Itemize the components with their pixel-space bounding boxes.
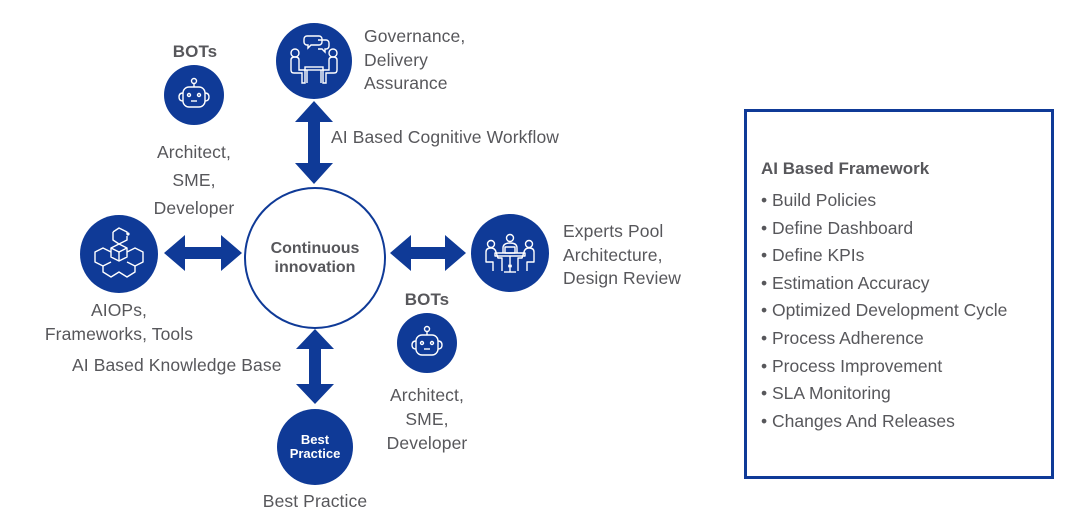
governance-node bbox=[276, 23, 352, 99]
bullet: • bbox=[761, 245, 768, 266]
framework-item: •Changes And Releases bbox=[761, 408, 1007, 436]
bots-label-line: Developer bbox=[386, 433, 468, 453]
bullet: • bbox=[761, 327, 768, 348]
bot-node-bottom-right bbox=[397, 313, 457, 373]
governance-label-line: Delivery bbox=[364, 49, 429, 70]
framework-item: •Estimation Accuracy bbox=[761, 270, 1007, 298]
aiops-node bbox=[80, 215, 158, 293]
hub-line: innovation bbox=[274, 259, 356, 276]
knowledge-base-label: AI Based Knowledge Base bbox=[72, 355, 282, 375]
bottom-double-arrow bbox=[296, 329, 334, 404]
governance-label: Governance, Delivery Assurance bbox=[364, 25, 465, 96]
team-table-icon bbox=[485, 233, 535, 273]
robot-icon bbox=[411, 325, 443, 356]
bullet: • bbox=[761, 355, 768, 376]
framework-item: •Define KPIs bbox=[761, 242, 1007, 270]
framework-item: •SLA Monitoring bbox=[761, 380, 1007, 408]
bullet: • bbox=[761, 217, 768, 238]
bots-label-top-left: Architect, SME, Developer bbox=[138, 138, 250, 222]
left-double-arrow bbox=[164, 235, 242, 271]
best-practice-label: Best Practice bbox=[262, 491, 368, 511]
framework-item-label: Optimized Development Cycle bbox=[772, 300, 1008, 321]
framework-item-label: Process Improvement bbox=[772, 355, 943, 376]
meeting-discussion-icon bbox=[290, 35, 338, 84]
framework-item-label: Define Dashboard bbox=[772, 217, 914, 238]
bullet: • bbox=[761, 383, 768, 404]
framework-item: •Build Policies bbox=[761, 187, 1007, 215]
bots-label-line: Developer bbox=[153, 198, 235, 218]
best-practice-icon: Best Practice bbox=[277, 409, 353, 485]
bots-title-bottom-right: BOTs bbox=[404, 290, 450, 309]
bullet: • bbox=[761, 300, 768, 321]
bullet: • bbox=[761, 190, 768, 210]
framework-item-label: Define KPIs bbox=[772, 245, 865, 266]
right-double-arrow bbox=[390, 235, 466, 271]
framework-title: AI Based Framework bbox=[761, 159, 930, 178]
bots-label-bottom-right: Architect, SME, Developer bbox=[371, 383, 483, 455]
stacked-cubes-icon bbox=[94, 227, 144, 278]
experts-pool-label-line: Architecture, bbox=[563, 244, 663, 265]
bots-label-line: Architect, bbox=[157, 142, 231, 162]
bot-node-top-left bbox=[164, 65, 224, 125]
aiops-label-line: AIOPs, bbox=[90, 300, 148, 320]
framework-item-label: Estimation Accuracy bbox=[772, 272, 930, 293]
framework-item: •Process Improvement bbox=[761, 353, 1007, 381]
ai-framework-panel: AI Based Framework •Build Policies •Defi… bbox=[744, 109, 1054, 479]
framework-item: •Optimized Development Cycle bbox=[761, 297, 1007, 325]
best-practice-icon-line: Best bbox=[300, 432, 330, 447]
aiops-label-line: Frameworks, Tools bbox=[44, 324, 194, 344]
top-double-arrow bbox=[295, 101, 333, 184]
framework-item-label: Build Policies bbox=[772, 190, 877, 210]
bots-label-line: Architect, bbox=[390, 385, 464, 405]
aiops-label: AIOPs, Frameworks, Tools bbox=[24, 298, 214, 346]
experts-pool-label-line: Experts Pool bbox=[563, 221, 664, 241]
cognitive-workflow-label: AI Based Cognitive Workflow bbox=[331, 127, 560, 147]
best-practice-icon-line: Practice bbox=[289, 446, 341, 461]
experts-pool-node bbox=[471, 214, 549, 292]
governance-label-line: Governance, bbox=[364, 26, 466, 46]
robot-icon bbox=[178, 77, 210, 108]
bullet: • bbox=[761, 410, 768, 431]
best-practice-node: Best Practice bbox=[277, 409, 353, 485]
experts-pool-label: Experts Pool Architecture, Design Review bbox=[563, 220, 681, 291]
continuous-innovation-hub: Continuous innovation bbox=[244, 187, 386, 329]
bots-title-top-left: BOTs bbox=[172, 42, 218, 61]
governance-label-line: Assurance bbox=[364, 73, 448, 93]
framework-item: •Process Adherence bbox=[761, 325, 1007, 353]
framework-item-label: Changes And Releases bbox=[772, 410, 955, 431]
bots-label-line: SME, bbox=[405, 409, 449, 429]
framework-item: •Define Dashboard bbox=[761, 215, 1007, 243]
framework-list: •Build Policies •Define Dashboard •Defin… bbox=[761, 187, 1007, 435]
hub-line: Continuous bbox=[270, 240, 360, 257]
experts-pool-label-line: Design Review bbox=[563, 268, 682, 288]
framework-item-label: Process Adherence bbox=[772, 327, 924, 348]
bullet: • bbox=[761, 272, 768, 293]
bots-label-line: SME, bbox=[172, 170, 216, 190]
framework-item-label: SLA Monitoring bbox=[772, 383, 891, 404]
